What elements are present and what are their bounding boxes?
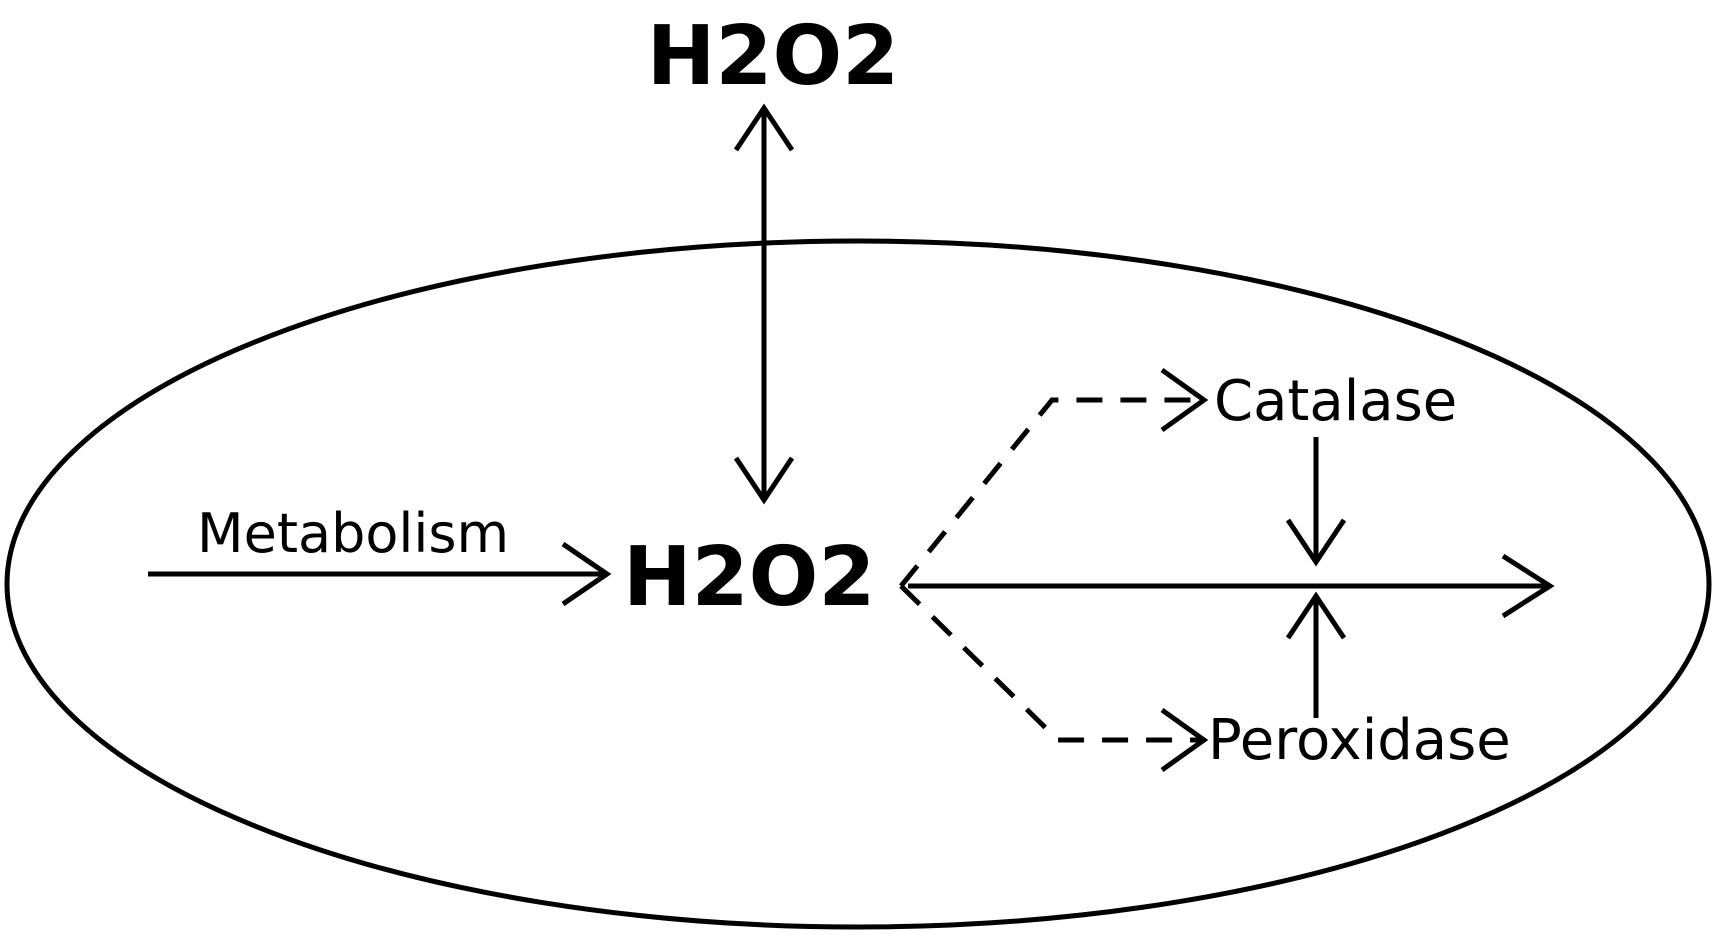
catalase-dashed-path [899, 397, 1202, 588]
degradation-arrow [908, 553, 1555, 619]
peroxidase-action-arrow [1285, 591, 1347, 718]
catalase-action-arrow [1285, 437, 1347, 567]
metabolism-arrow-head [561, 541, 612, 607]
catalase-label: Catalase [1214, 369, 1457, 434]
peroxidase-dashed-path [899, 584, 1202, 743]
cell-membrane-ellipse [4, 238, 1712, 930]
metabolism-label: Metabolism [197, 502, 509, 565]
catalase-dashed-arrow-head [1160, 367, 1209, 433]
peroxidase-action-head [1285, 591, 1347, 640]
internal-h2o2-label: H2O2 [623, 530, 875, 625]
external-h2o2-label: H2O2 [647, 9, 899, 104]
diffusion-arrow-head-down [733, 456, 795, 505]
peroxidase-label: Peroxidase [1208, 708, 1511, 773]
catalase-dashed-arrow [899, 367, 1209, 588]
peroxidase-dashed-arrow-head [1160, 707, 1209, 773]
diffusion-double-arrow [733, 103, 795, 505]
diffusion-arrow-head-up [733, 103, 795, 152]
degradation-arrow-head [1501, 553, 1555, 619]
metabolism-arrow [148, 541, 612, 607]
peroxidase-dashed-arrow [899, 584, 1209, 773]
catalase-action-head [1285, 518, 1347, 567]
